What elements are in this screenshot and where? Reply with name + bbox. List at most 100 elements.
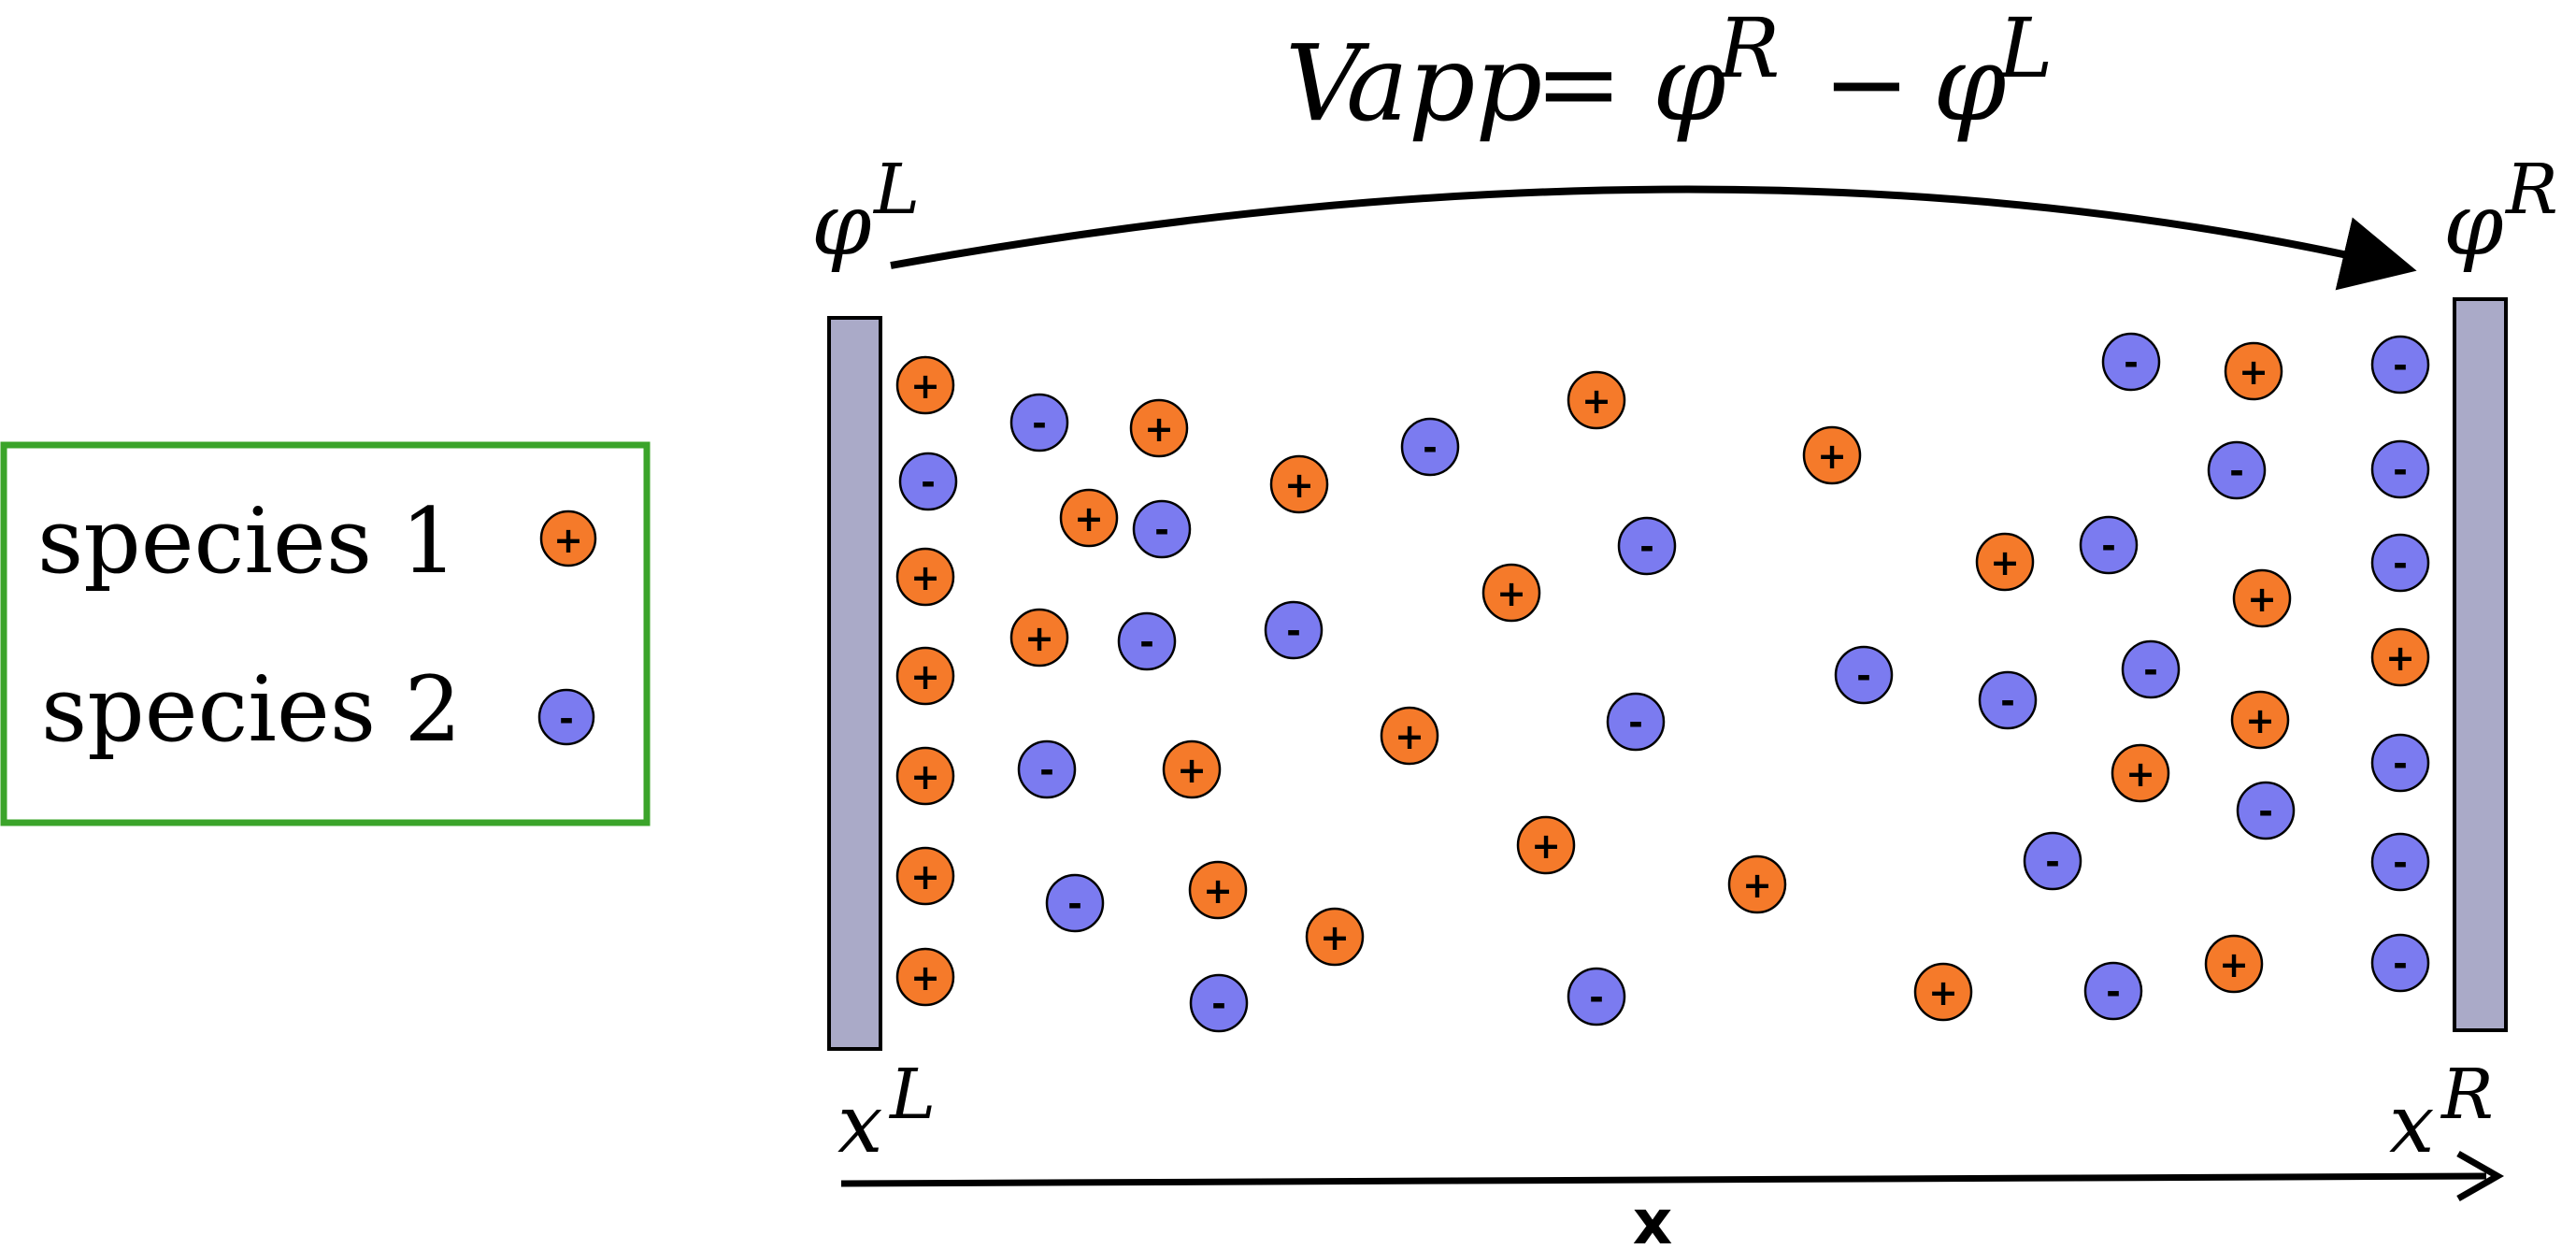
- formula-equals: =: [1535, 23, 1623, 145]
- phi-left-label: φ L: [811, 150, 920, 275]
- formula-sub: app: [1346, 23, 1542, 145]
- cation-ion-sign: +: [910, 856, 940, 897]
- formula-v: V: [1285, 23, 1370, 145]
- anion-ion-sign: -: [2000, 681, 2015, 722]
- anion-ion: -: [2083, 961, 2143, 1021]
- anion-ion-sign: -: [1067, 883, 1082, 925]
- cation-ion: +: [1727, 854, 1787, 914]
- x-axis-arrow-head: [2456, 1150, 2505, 1202]
- anion-ion: -: [898, 452, 958, 511]
- left-electrode: [827, 316, 882, 1051]
- cation-ion-sign: +: [2125, 754, 2155, 795]
- anion-ion-sign: -: [2393, 743, 2408, 784]
- legend-item-species-2-marker: -: [537, 688, 595, 746]
- cation-ion: +: [895, 355, 955, 415]
- cation-ion-sign: +: [910, 656, 940, 697]
- cation-ion-sign: +: [2247, 579, 2277, 620]
- cation-ion: +: [2370, 627, 2430, 687]
- anion-ion-sign: -: [1032, 403, 1047, 444]
- cation-ion: +: [1129, 398, 1189, 458]
- potential-difference-arrow: [890, 185, 2417, 291]
- cation-ion: +: [2204, 934, 2264, 994]
- cation-ion-sign: +: [2239, 352, 2268, 393]
- cation-ion-sign: +: [1074, 498, 1104, 539]
- cation-ion-sign: +: [910, 557, 940, 598]
- phi-right-label: φ R: [2443, 150, 2558, 275]
- anion-ion: -: [1606, 692, 1666, 752]
- anion-ion-sign: -: [1286, 610, 1301, 652]
- cation-ion-sign: +: [2385, 638, 2415, 679]
- legend-box: [0, 441, 651, 826]
- formula-phi-r: φ: [1653, 23, 1725, 145]
- anion-ion-sign: -: [2229, 451, 2244, 492]
- cation-ion: +: [1802, 425, 1862, 485]
- cation-ion: +: [1269, 454, 1329, 514]
- anion-ion: -: [2121, 639, 2181, 699]
- anion-ion-sign: -: [1589, 977, 1604, 1018]
- cation-ion: +: [895, 947, 955, 1007]
- legend: species 1 + species 2 -: [0, 441, 651, 826]
- formula-minus: −: [1823, 23, 1911, 145]
- cation-ion-sign: +: [1144, 409, 1174, 450]
- anion-ion-sign: -: [1154, 510, 1169, 551]
- cation-ion-sign: +: [1320, 917, 1350, 958]
- cation-ion: +: [895, 547, 955, 607]
- cation-ion: +: [1975, 532, 2035, 592]
- anion-ion: -: [1045, 873, 1105, 933]
- svg-text:φ: φ: [811, 175, 872, 275]
- anion-ion: -: [1189, 973, 1249, 1033]
- anion-ion: -: [1834, 645, 1894, 705]
- anion-ion-sign: -: [2124, 342, 2139, 383]
- cation-ion: +: [1009, 608, 1069, 668]
- svg-text:φ: φ: [2443, 175, 2504, 275]
- anion-ion-sign: -: [2393, 943, 2408, 984]
- cation-ion-sign: +: [1395, 716, 1424, 757]
- x-right-label: x R: [2389, 1055, 2494, 1171]
- x-axis-arrow: [840, 1172, 2487, 1187]
- formula-phi-l: φ: [1933, 23, 2006, 145]
- anion-ion: -: [1264, 600, 1324, 660]
- formula-sup-l: L: [1996, 0, 2053, 96]
- x-left-label: x L: [837, 1055, 936, 1171]
- anion-ion: -: [1009, 393, 1069, 452]
- cation-ion-sign: +: [1990, 542, 2020, 583]
- cation-ion: +: [895, 646, 955, 706]
- svg-text:x: x: [2389, 1078, 2435, 1171]
- anion-ion: -: [2370, 733, 2430, 793]
- anion-ion-sign: -: [921, 462, 936, 503]
- cation-ion-sign: +: [1024, 618, 1054, 659]
- cation-ion-sign: +: [1203, 870, 1233, 912]
- cation-ion: +: [2230, 690, 2290, 750]
- x-axis-label: x: [1633, 1186, 1673, 1249]
- cation-ion-sign: +: [1496, 573, 1526, 614]
- anion-ion: -: [2101, 332, 2161, 392]
- cation-ion: +: [1162, 739, 1222, 799]
- cation-ion: +: [1059, 488, 1119, 548]
- anion-ion: -: [2370, 335, 2430, 395]
- anion-ion-sign: -: [2258, 791, 2273, 832]
- svg-text:R: R: [2504, 150, 2558, 230]
- anion-ion-sign: -: [2393, 543, 2408, 584]
- anion-ion-sign: -: [2143, 650, 2158, 691]
- svg-text:R: R: [2440, 1055, 2494, 1135]
- cation-ion-sign: +: [1742, 865, 1772, 906]
- right-electrode: [2453, 297, 2508, 1032]
- applied-voltage-formula: V app = φ R − φ L: [1285, 0, 2053, 145]
- anion-ion: -: [1567, 967, 1626, 1026]
- anion-ion-sign: -: [2101, 525, 2116, 567]
- anion-ion-sign: -: [1211, 983, 1226, 1025]
- cation-ion: +: [1380, 706, 1439, 766]
- anion-ion-sign: -: [1139, 622, 1154, 663]
- cation-ion-sign: +: [1177, 750, 1207, 791]
- anion-ion-sign: -: [1639, 526, 1654, 567]
- legend-item-species-1-marker: +: [539, 510, 597, 567]
- svg-text:x: x: [837, 1078, 883, 1171]
- anion-ion-sign: -: [2393, 345, 2408, 386]
- cation-ion-sign: +: [2245, 700, 2275, 741]
- formula-sup-r: R: [1716, 0, 1780, 96]
- cation-ion-sign: +: [1531, 825, 1561, 867]
- cation-ion-sign: +: [910, 957, 940, 998]
- svg-text:L: L: [872, 150, 920, 230]
- cation-ion: +: [895, 846, 955, 906]
